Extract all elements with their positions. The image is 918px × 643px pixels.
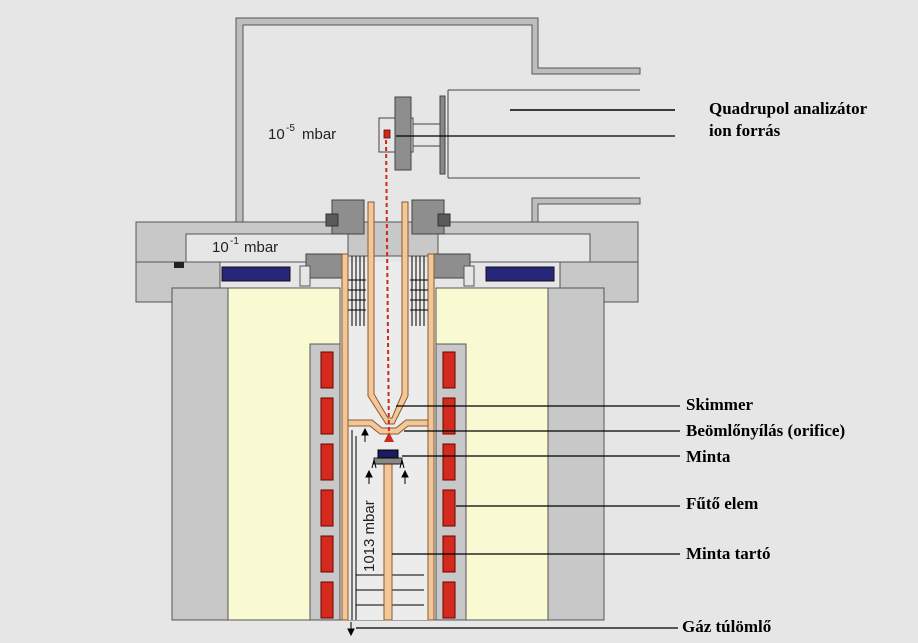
svg-text:-1: -1 xyxy=(230,236,239,247)
label-skimmer: Skimmer xyxy=(686,395,754,414)
molecular-beam-path xyxy=(385,139,390,441)
furnace-housing-right xyxy=(547,287,605,621)
copper-tube-assembly xyxy=(341,201,435,621)
svg-text:mbar: mbar xyxy=(302,126,336,143)
quadrupole-analyzer xyxy=(410,89,675,179)
furnace-housing-left xyxy=(171,287,229,621)
svg-text:-5: -5 xyxy=(286,123,295,134)
pressure-label-ambient: 1013 mbar xyxy=(361,500,378,572)
label-sample: Minta xyxy=(686,447,731,466)
svg-text:10: 10 xyxy=(268,126,285,143)
label-heater: Fűtő elem xyxy=(686,494,758,513)
beam-arrow xyxy=(384,432,394,442)
svg-text:10: 10 xyxy=(212,239,229,256)
skimmer-cone xyxy=(367,201,409,425)
upper-chamber-wall xyxy=(235,17,641,224)
orifice-plate xyxy=(347,419,429,435)
leader-lines xyxy=(356,135,680,629)
furnace-tube-left xyxy=(309,343,341,621)
label-gas-overpressure: Gáz túlömlő xyxy=(682,617,772,636)
ion-source xyxy=(378,96,414,171)
pressure-label-mid-vacuum: 10 -1 mbar xyxy=(212,236,278,256)
label-quadrupole-analyzer: Quadrupol analizátor xyxy=(709,99,868,118)
sample-holder xyxy=(371,449,405,621)
label-sample-holder: Minta tartó xyxy=(686,544,771,563)
thermocouple-wires xyxy=(348,256,428,620)
upper-chamber-wall-right xyxy=(531,197,641,224)
label-ion-source: ion forrás xyxy=(709,121,781,140)
gas-flow-arrows xyxy=(347,427,409,637)
pressure-label-high-vacuum: 10 -5 mbar xyxy=(268,123,336,143)
furnace-tube-right xyxy=(435,343,467,621)
heating-elements xyxy=(320,351,456,619)
svg-text:mbar: mbar xyxy=(244,239,278,256)
label-orifice: Beömlőnyílás (orifice) xyxy=(686,421,845,440)
skimmer-flange xyxy=(299,199,475,287)
sample-crucible xyxy=(377,449,399,459)
